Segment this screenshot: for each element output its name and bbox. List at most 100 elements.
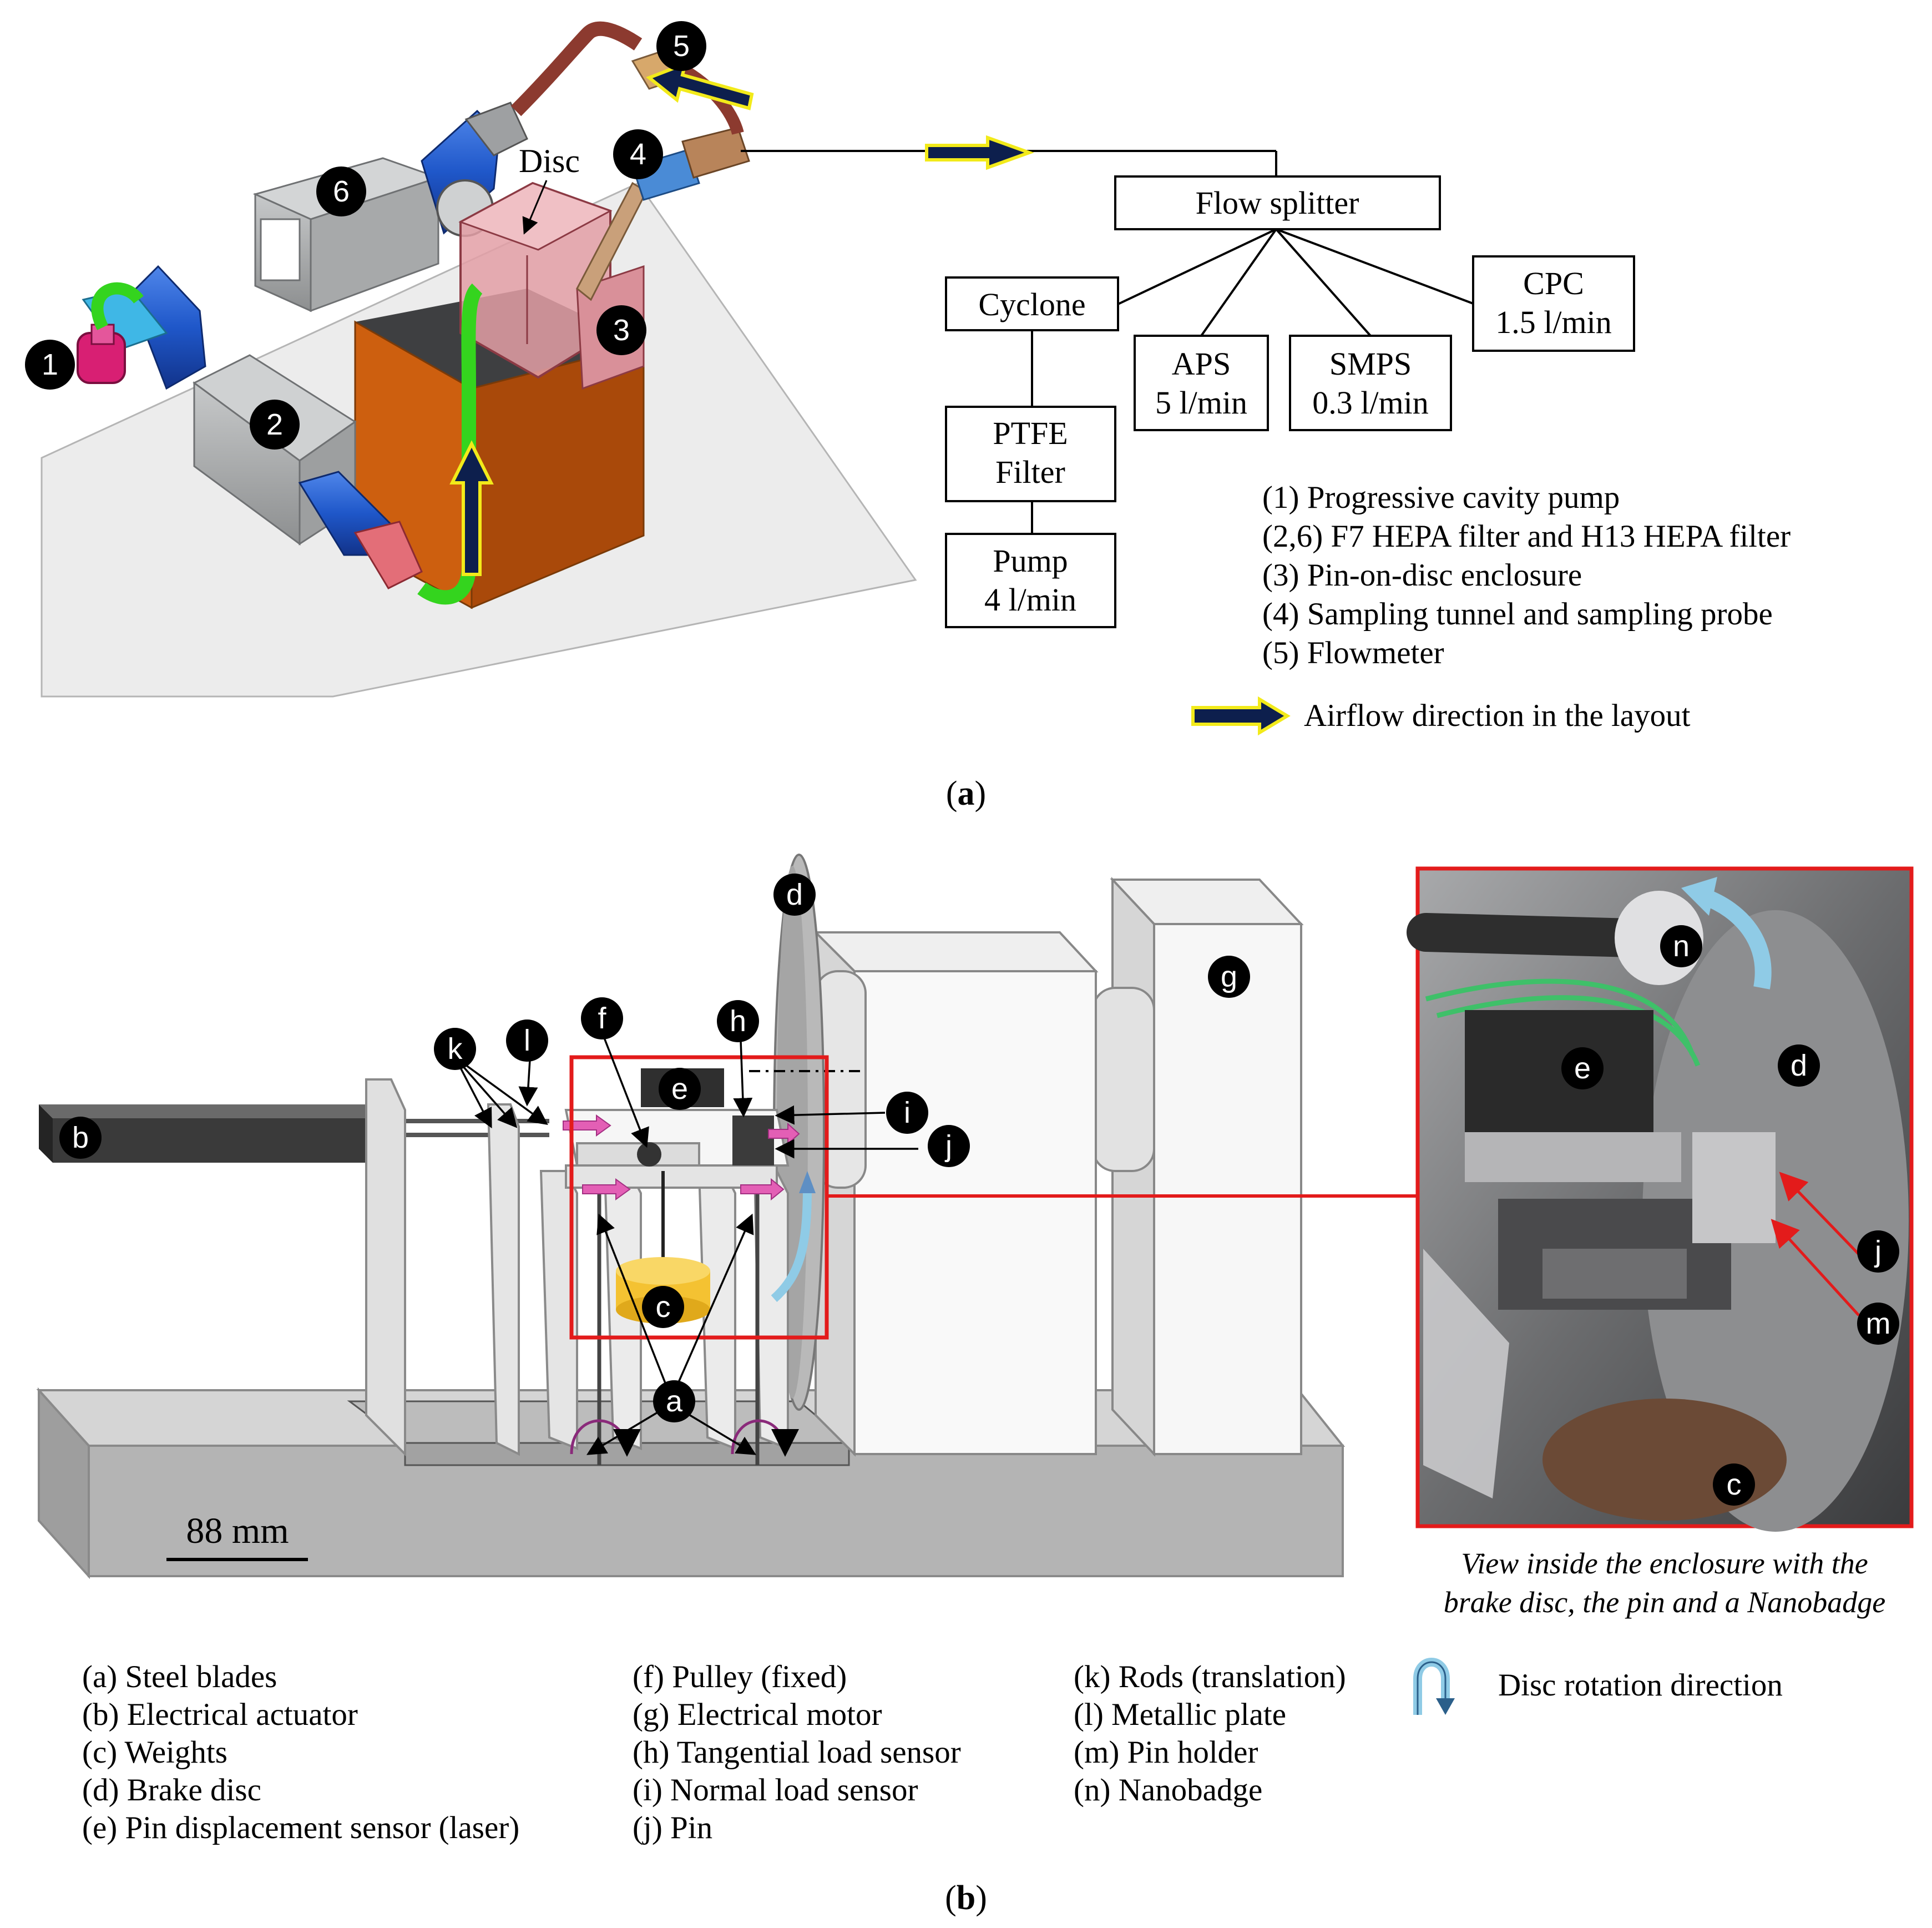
photo-badge-d: d xyxy=(1778,1044,1820,1087)
flow-splitter-box xyxy=(1114,175,1441,230)
legend-b-item: (f) Pulley (fixed) xyxy=(633,1659,847,1694)
legend-b-item: (m) Pin holder xyxy=(1074,1735,1258,1770)
svg-text:j: j xyxy=(1874,1235,1882,1268)
badge-b: b xyxy=(59,1117,102,1159)
badge-l: l xyxy=(506,1019,548,1062)
flow-splitter-text: Flow splitter xyxy=(1196,185,1359,221)
badge-a: a xyxy=(653,1380,695,1422)
svg-text:l: l xyxy=(524,1024,530,1057)
pump-text-2: 4 l/min xyxy=(984,582,1076,618)
badge-c: c xyxy=(642,1286,684,1328)
cyclone-box xyxy=(945,276,1119,331)
badge-4: 4 xyxy=(613,129,663,179)
cyclone-text: Cyclone xyxy=(978,286,1085,322)
legend-b-item: (c) Weights xyxy=(82,1735,227,1770)
photo-caption-1: View inside the enclosure with the xyxy=(1461,1547,1868,1580)
pump-text-1: Pump xyxy=(993,543,1068,579)
legend-b-item: (i) Normal load sensor xyxy=(633,1773,918,1808)
panel-a: Disc 1 2 3 4 5 6 Flow splitter Cyclone A… xyxy=(25,21,1791,812)
legend-b-item: (n) Nanobadge xyxy=(1074,1773,1262,1808)
legend-b-item: (e) Pin displacement sensor (laser) xyxy=(82,1810,519,1845)
badge-1: 1 xyxy=(25,340,75,390)
svg-text:1: 1 xyxy=(42,348,58,381)
svg-text:c: c xyxy=(1727,1468,1742,1501)
flow-diagram xyxy=(945,175,1635,628)
legend-b-item: (d) Brake disc xyxy=(82,1773,261,1808)
legend-b-item: (j) Pin xyxy=(633,1810,712,1845)
badge-i: i xyxy=(886,1092,928,1134)
rotation-legend-icon xyxy=(1413,1658,1455,1715)
rotation-legend-text: Disc rotation direction xyxy=(1498,1668,1783,1703)
legend-a-item: (5) Flowmeter xyxy=(1262,635,1444,670)
caption-a: (a) xyxy=(946,775,986,812)
badge-d: d xyxy=(773,874,816,916)
aps-box xyxy=(1134,335,1269,431)
badge-6: 6 xyxy=(316,166,366,216)
svg-text:e: e xyxy=(671,1072,688,1106)
disc-label: Disc xyxy=(519,143,580,179)
svg-text:6: 6 xyxy=(333,175,350,208)
scale-label: 88 mm xyxy=(186,1511,289,1551)
smps-text-2: 0.3 l/min xyxy=(1312,385,1428,421)
airflow-arrows xyxy=(449,61,1034,576)
ptfe-filter-box xyxy=(945,406,1116,502)
svg-text:f: f xyxy=(598,1002,606,1035)
cpc-text-1: CPC xyxy=(1523,265,1584,301)
legend-b-item: (h) Tangential load sensor xyxy=(633,1735,961,1770)
green-tube xyxy=(417,283,483,605)
legend-b: (a) Steel blades (b) Electrical actuator… xyxy=(82,1659,1346,1845)
legend-a-item: (3) Pin-on-disc enclosure xyxy=(1262,558,1582,593)
enclosure-photo: n e d j m c xyxy=(1407,866,1914,1532)
legend-a: (1) Progressive cavity pump (2,6) F7 HEP… xyxy=(1262,480,1791,670)
svg-text:2: 2 xyxy=(266,408,283,441)
aps-text-1: APS xyxy=(1172,346,1231,382)
smps-box xyxy=(1289,335,1452,431)
svg-text:5: 5 xyxy=(673,29,690,63)
electrical-actuator xyxy=(39,1104,549,1163)
svg-text:4: 4 xyxy=(630,138,646,171)
photo-badge-j: j xyxy=(1857,1230,1899,1273)
aps-text-2: 5 l/min xyxy=(1155,385,1247,421)
pump-box xyxy=(945,533,1116,628)
badge-3: 3 xyxy=(596,305,646,355)
photo-badge-e: e xyxy=(1561,1047,1604,1089)
translation-arrows xyxy=(563,1114,800,1201)
photo-caption-2: brake disc, the pin and a Nanobadge xyxy=(1444,1586,1885,1619)
pin-on-disc-enclosure xyxy=(436,179,645,390)
badge-e: e xyxy=(659,1068,701,1110)
panel-b: 88 mm a b c d e f g h i j k l xyxy=(36,854,1914,1917)
photo-badge-m: m xyxy=(1857,1303,1899,1345)
svg-text:k: k xyxy=(448,1032,463,1066)
caption-b: (b) xyxy=(945,1879,987,1917)
badge-h: h xyxy=(717,1000,759,1042)
svg-text:d: d xyxy=(786,878,803,911)
photo-badge-c: c xyxy=(1713,1463,1755,1506)
legend-b-item: (k) Rods (translation) xyxy=(1074,1659,1346,1694)
legend-b-item: (b) Electrical actuator xyxy=(82,1697,358,1732)
progressive-cavity-pump xyxy=(77,282,144,384)
airflow-legend-text: Airflow direction in the layout xyxy=(1304,698,1691,733)
badge-2: 2 xyxy=(250,400,300,450)
legend-b-item: (g) Electrical motor xyxy=(633,1697,882,1732)
ptfe-text-1: PTFE xyxy=(993,415,1068,451)
svg-text:a: a xyxy=(666,1385,683,1418)
legend-b-item: (l) Metallic plate xyxy=(1074,1697,1286,1732)
svg-text:h: h xyxy=(730,1005,746,1038)
disc-pointer xyxy=(522,180,548,235)
badge-g: g xyxy=(1208,956,1250,998)
legend-a-item: (1) Progressive cavity pump xyxy=(1262,480,1620,515)
airflow-legend-arrow xyxy=(1191,696,1291,736)
ptfe-text-2: Filter xyxy=(995,454,1065,490)
disc-rotation-arrow xyxy=(771,1187,812,1302)
svg-text:e: e xyxy=(1574,1052,1591,1085)
svg-text:b: b xyxy=(72,1121,89,1154)
smps-text-1: SMPS xyxy=(1329,346,1412,382)
cpc-text-2: 1.5 l/min xyxy=(1495,304,1611,340)
svg-text:i: i xyxy=(904,1096,911,1129)
legend-b-item: (a) Steel blades xyxy=(82,1659,277,1694)
legend-a-item: (4) Sampling tunnel and sampling probe xyxy=(1262,597,1773,632)
svg-text:j: j xyxy=(944,1129,952,1163)
badge-j: j xyxy=(928,1125,970,1167)
pulley-f xyxy=(637,1142,661,1167)
